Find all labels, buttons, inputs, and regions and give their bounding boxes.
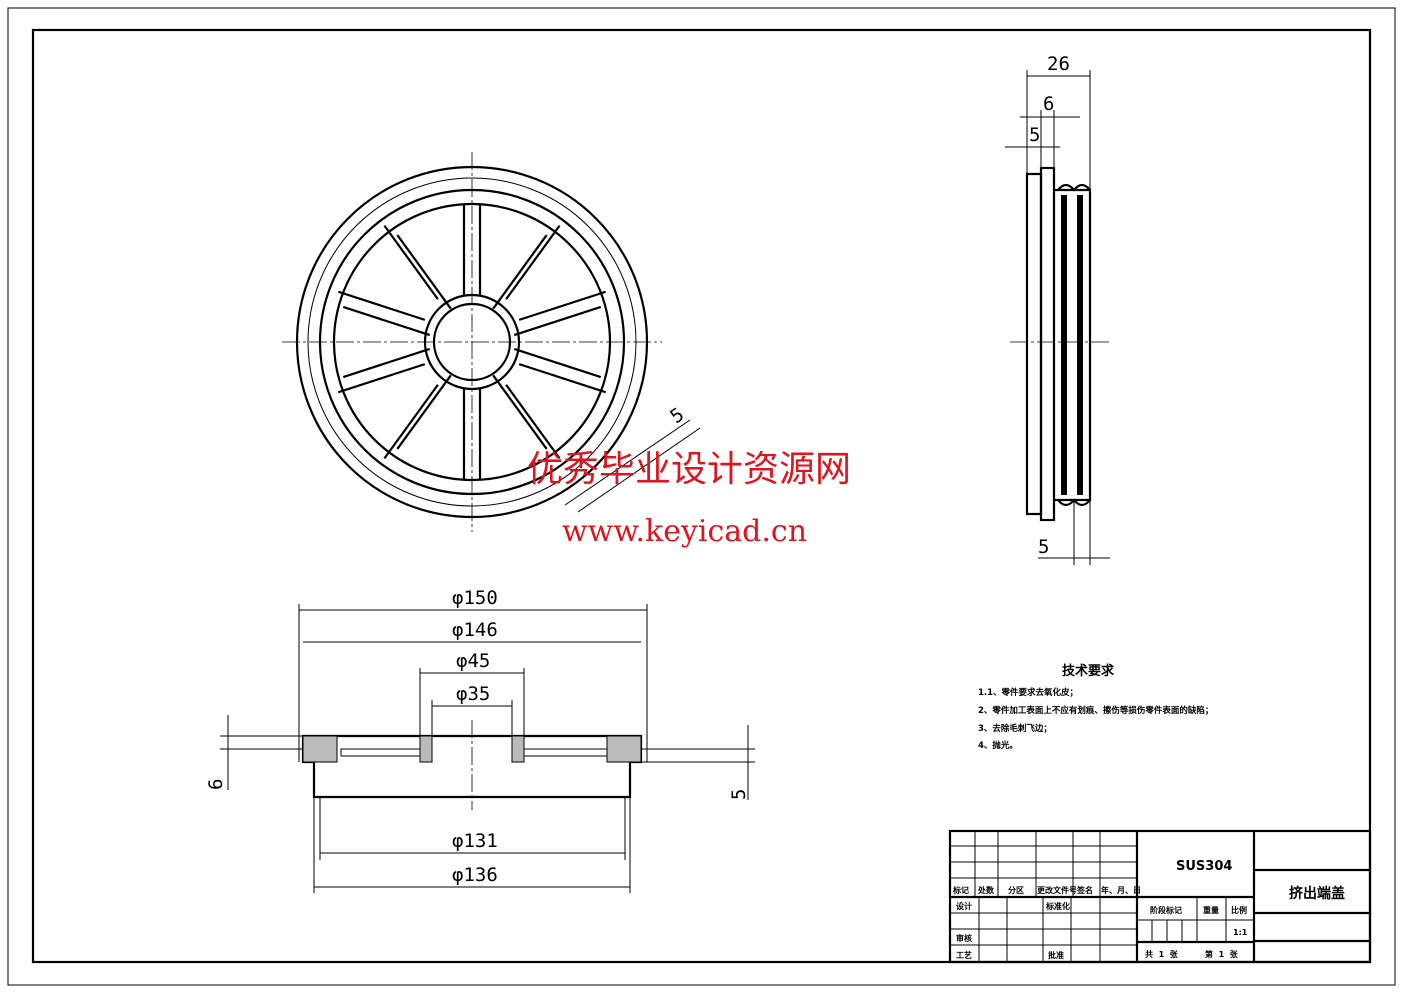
label-weight: 重量 (1203, 905, 1219, 915)
spoke-edge (342, 347, 431, 379)
dim-d146: φ146 (452, 619, 498, 641)
spoke-edge (513, 305, 602, 337)
dim-side-thread: 5 (1038, 536, 1049, 558)
header-signature: 签名 (1076, 885, 1093, 895)
outer-border (7, 7, 1396, 986)
watermark-title: 优秀毕业设计资源网 (527, 449, 852, 490)
spoke-edge (342, 305, 431, 337)
label-standardization: 标准化 (1045, 901, 1070, 911)
header-date: 年、月、日 (1101, 885, 1141, 895)
spoke-edge (492, 234, 548, 310)
dim-d150: φ150 (452, 587, 498, 609)
label-stage-mark: 阶段标记 (1150, 905, 1182, 915)
label-process: 工艺 (956, 950, 972, 960)
dim-side-lip: 5 (1029, 124, 1040, 146)
section-view: φ150 φ146 φ45 φ35 φ131 φ136 6 5 (205, 587, 755, 893)
spoke-edge (396, 374, 452, 450)
spoke-edge (337, 290, 426, 321)
sheets-total: 共 1 张 (1145, 949, 1179, 959)
dim-section-left: 6 (205, 779, 227, 790)
tech-item: 1.1、零件要求去氧化皮； (978, 687, 1078, 698)
tech-item: 4、抛光。 (978, 740, 1018, 751)
spoke-edge (518, 363, 607, 394)
part-name: 挤出端盖 (1289, 885, 1345, 902)
sheet-number: 第 1 张 (1205, 949, 1239, 959)
dim-section-right: 5 (728, 789, 750, 800)
tech-title: 技术要求 (1062, 663, 1115, 679)
header-count: 处数 (977, 885, 995, 895)
spoke-edge (396, 234, 452, 310)
dim-d136: φ136 (452, 864, 498, 886)
spoke-edge (513, 347, 602, 379)
spoke-edge (505, 384, 561, 459)
header-change-doc: 更改文件号 (1037, 885, 1077, 895)
dim-d45: φ45 (456, 650, 490, 672)
tech-item: 3、去除毛刺飞边； (978, 723, 1052, 734)
side-view: 26 6 5 5 (1005, 53, 1110, 565)
label-scale: 比例 (1231, 905, 1247, 915)
spoke-edge (492, 374, 548, 450)
dim-d35: φ35 (456, 683, 490, 705)
material: SUS304 (1176, 859, 1232, 874)
spoke-edge (383, 384, 439, 459)
header-zone: 分区 (1008, 885, 1024, 895)
tech-item: 2、零件加工表面上不应有划痕、擦伤等损伤零件表面的缺陷； (978, 705, 1213, 716)
label-review: 审核 (956, 933, 972, 943)
dim-d131: φ131 (452, 830, 498, 852)
title-block: SUS304 挤出端盖 标记 处数 分区 更改文件号 签名 年、月、日 设计 标… (948, 829, 1372, 964)
spoke-edge (518, 290, 607, 321)
dim-side-width: 26 (1047, 53, 1070, 75)
spoke-edge (383, 225, 439, 300)
label-approve: 批准 (1048, 950, 1064, 960)
spoke-edge (337, 363, 426, 394)
scale-value: 1:1 (1233, 928, 1248, 937)
header-mark: 标记 (952, 885, 969, 895)
spoke-edge (505, 225, 561, 300)
dim-side-flange: 6 (1043, 93, 1054, 115)
label-design: 设计 (956, 901, 972, 911)
watermark-url: www.keyicad.cn (562, 514, 808, 549)
inner-frame (31, 28, 1372, 964)
tech-requirements: 技术要求 1.1、零件要求去氧化皮； 2、零件加工表面上不应有划痕、擦伤等损伤零… (978, 663, 1213, 751)
dim-front-groove: 5 (666, 404, 688, 429)
